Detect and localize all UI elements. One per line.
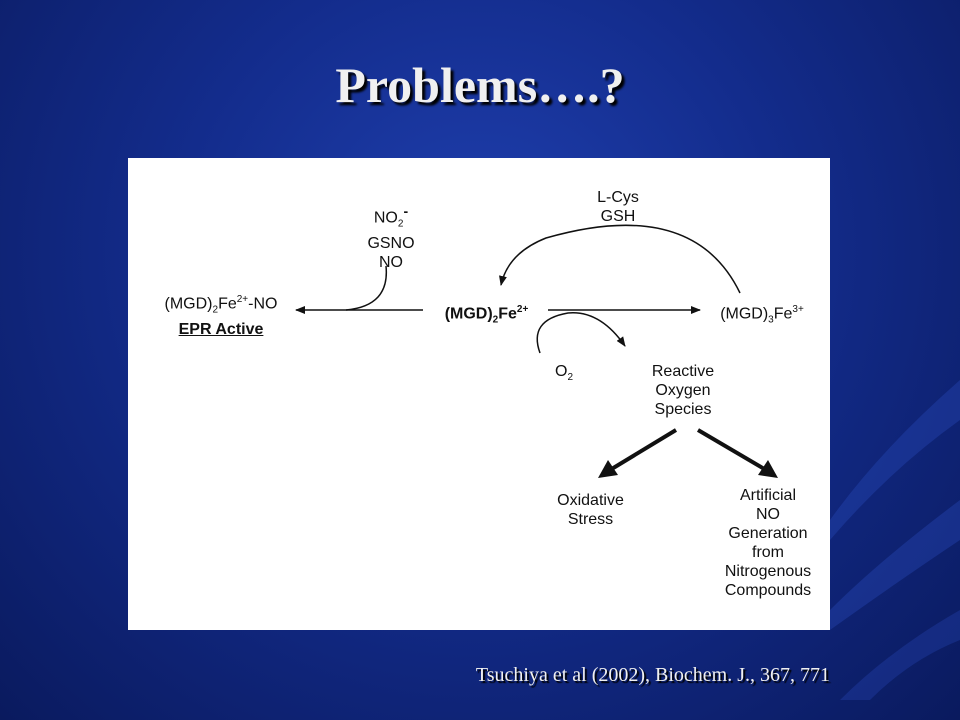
slide-title: Problems….?: [335, 57, 625, 113]
citation: Tsuchiya et al (2002), Biochem. J., 367,…: [475, 664, 830, 686]
artificial-no-label: Artificial NO Generation from Nitrogenou…: [724, 487, 812, 599]
no-sources-label: NO2- GSNO NO: [367, 203, 415, 271]
arrow-to-oxidative-stress: [608, 428, 678, 472]
ferrous-complex-label: (MGD)2Fe2+: [444, 304, 529, 326]
arrow-no-sources: [345, 265, 388, 311]
oxygen-label: O2: [554, 363, 573, 384]
reaction-diagram: NO2- GSNO NO L-Cys GSH (MGD)2Fe2+-NO EPR…: [128, 158, 830, 630]
reductants-label: L-Cys GSH: [597, 189, 639, 225]
ros-label: Reactive Oxygen Species: [651, 363, 715, 418]
arrow-oxygen-to-ros: [536, 312, 626, 354]
arrow-to-artificial-no: [696, 428, 768, 472]
ferric-complex-label: (MGD)3Fe3+: [720, 304, 804, 326]
epr-active-note: EPR Active: [178, 320, 264, 338]
nitrosyl-complex-label: (MGD)2Fe2+-NO EPR Active: [146, 290, 296, 339]
arrow-reduction: [499, 224, 741, 294]
diagram-arrows: [295, 224, 778, 478]
oxidative-stress-label: Oxidative Stress: [557, 492, 624, 528]
